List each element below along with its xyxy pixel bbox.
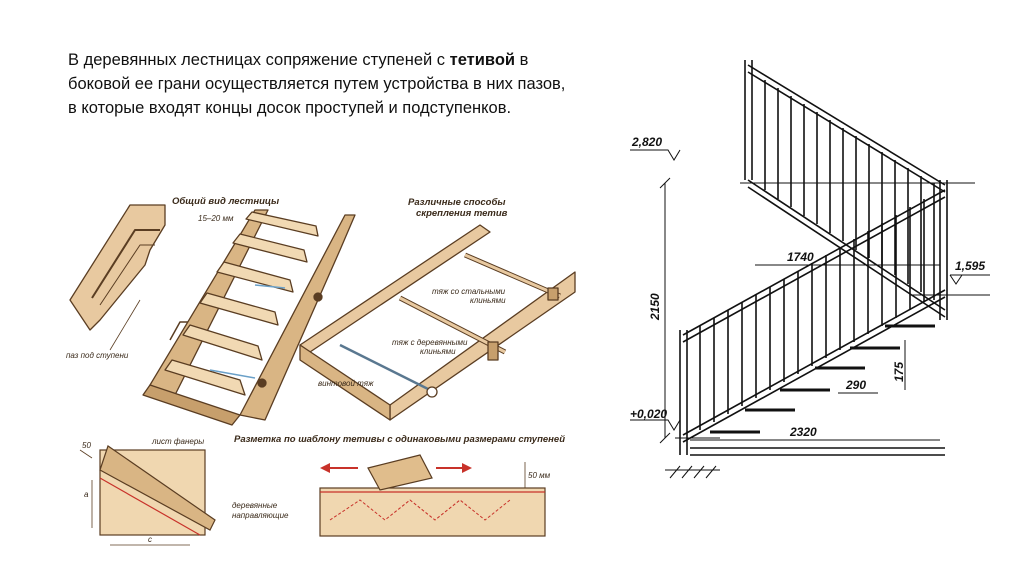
methods-title-line1: Различные способы [408, 197, 505, 208]
groove-label: паз под ступени [66, 351, 129, 360]
dim-a-label: a [84, 490, 89, 499]
guide-rail [99, 445, 216, 531]
level-bottom-label: +0,020 [630, 407, 667, 421]
length-upper-label: 1740 [787, 250, 814, 264]
stair-technical-drawing: 2,820 1,595 +0,020 2150 1740 2320 290 17… [630, 60, 990, 479]
dim-50-label: 50 [82, 441, 91, 450]
general-view-title: Общий вид лестницы [172, 196, 279, 207]
dim-50mm-label: 50 мм [528, 471, 551, 480]
template-title: Разметка по шаблону тетивы с одинаковыми… [234, 434, 565, 445]
stair-illustration: Общий вид лестницы 15–20 мм паз под ступ… [66, 196, 576, 546]
guides-line1: деревянные [232, 501, 278, 510]
wood-ties-line2: клиньями [420, 347, 456, 356]
methods-title-line2: скрепления тетив [416, 208, 508, 219]
template-block [367, 454, 433, 491]
plywood-label: лист фанеры [151, 437, 204, 446]
riser-label: 175 [892, 362, 906, 382]
steel-ties-line1: тяж со стальными [432, 287, 506, 296]
wood-ties-line1: тяж с деревянными [392, 338, 468, 347]
notched-stringer [69, 204, 166, 331]
dim-c-label: c [148, 535, 152, 544]
steel-ties-line2: клиньями [470, 296, 506, 305]
level-top-label: 2,820 [631, 135, 662, 149]
paragraph-bold-term: тетивой [449, 51, 516, 69]
screw-tie-label: винтовой тяж [318, 379, 374, 388]
stair-outer-stringer [239, 214, 356, 421]
paragraph-text-start: В деревянных лестницах сопряжение ступен… [68, 51, 450, 69]
gap-label: 15–20 мм [198, 214, 234, 223]
tread-label: 290 [845, 378, 866, 392]
length-lower-label: 2320 [789, 425, 817, 439]
guides-line2: направляющие [232, 511, 289, 520]
level-mid-label: 1,595 [955, 259, 985, 273]
description-paragraph: В деревянных лестницах сопряжение ступен… [68, 48, 568, 120]
paragraph-text-end: в боковой ее грани осуществляется путем … [68, 51, 566, 117]
lower-balusters [699, 199, 925, 430]
height-total-label: 2150 [648, 293, 662, 321]
upper-balusters [764, 80, 935, 300]
